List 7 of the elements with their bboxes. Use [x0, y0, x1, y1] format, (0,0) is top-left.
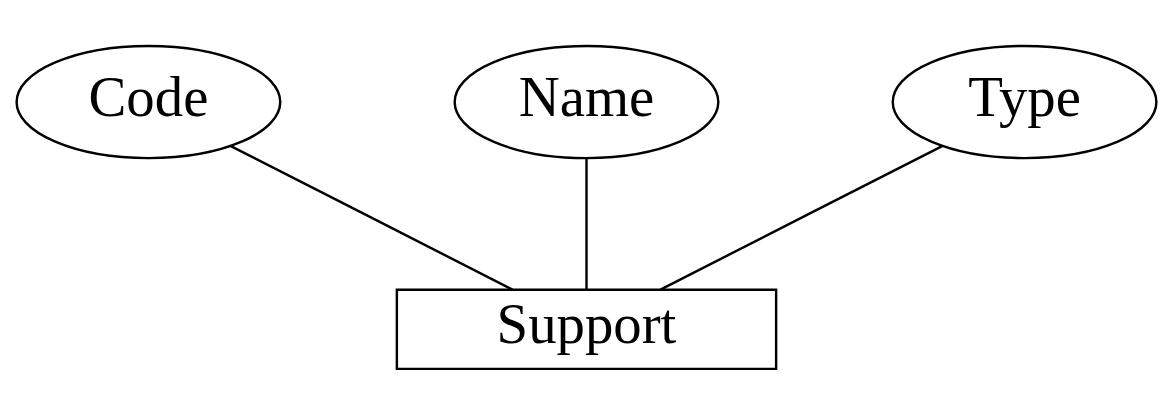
connector: [230, 144, 514, 291]
node-ellipse: Type: [891, 44, 1158, 159]
node-ellipse: Name: [453, 44, 720, 159]
connector: [659, 144, 943, 291]
node-ellipse: Code: [15, 44, 282, 159]
connector: [585, 157, 588, 289]
node-box: Support: [395, 288, 778, 370]
